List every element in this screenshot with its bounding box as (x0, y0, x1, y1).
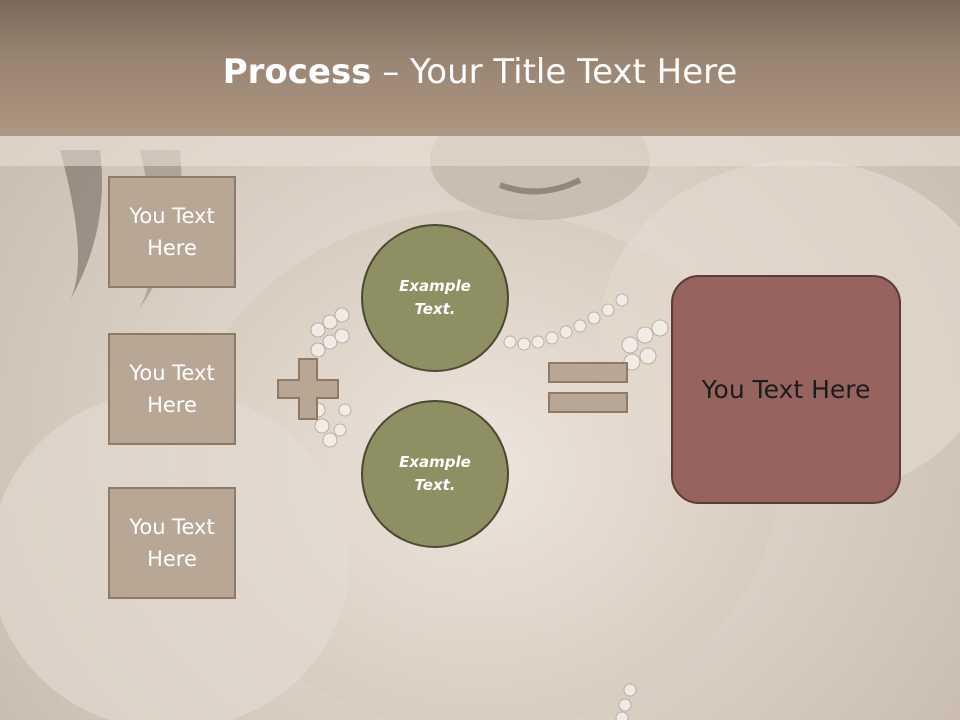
example-circle-1: Example Text. (361, 224, 509, 372)
title-band (0, 0, 960, 136)
text-box-2: You Text Here (108, 333, 236, 445)
title-rest: – Your Title Text Here (371, 52, 738, 92)
example-circle-2: Example Text. (361, 400, 509, 548)
equals-icon (548, 362, 628, 413)
slide-title: Process – Your Title Text Here (0, 52, 960, 92)
result-box: You Text Here (671, 275, 901, 504)
text-box-3: You Text Here (108, 487, 236, 599)
text-box-1: You Text Here (108, 176, 236, 288)
plus-icon (277, 358, 339, 420)
title-underband (0, 136, 960, 166)
title-bold: Process (222, 52, 372, 92)
